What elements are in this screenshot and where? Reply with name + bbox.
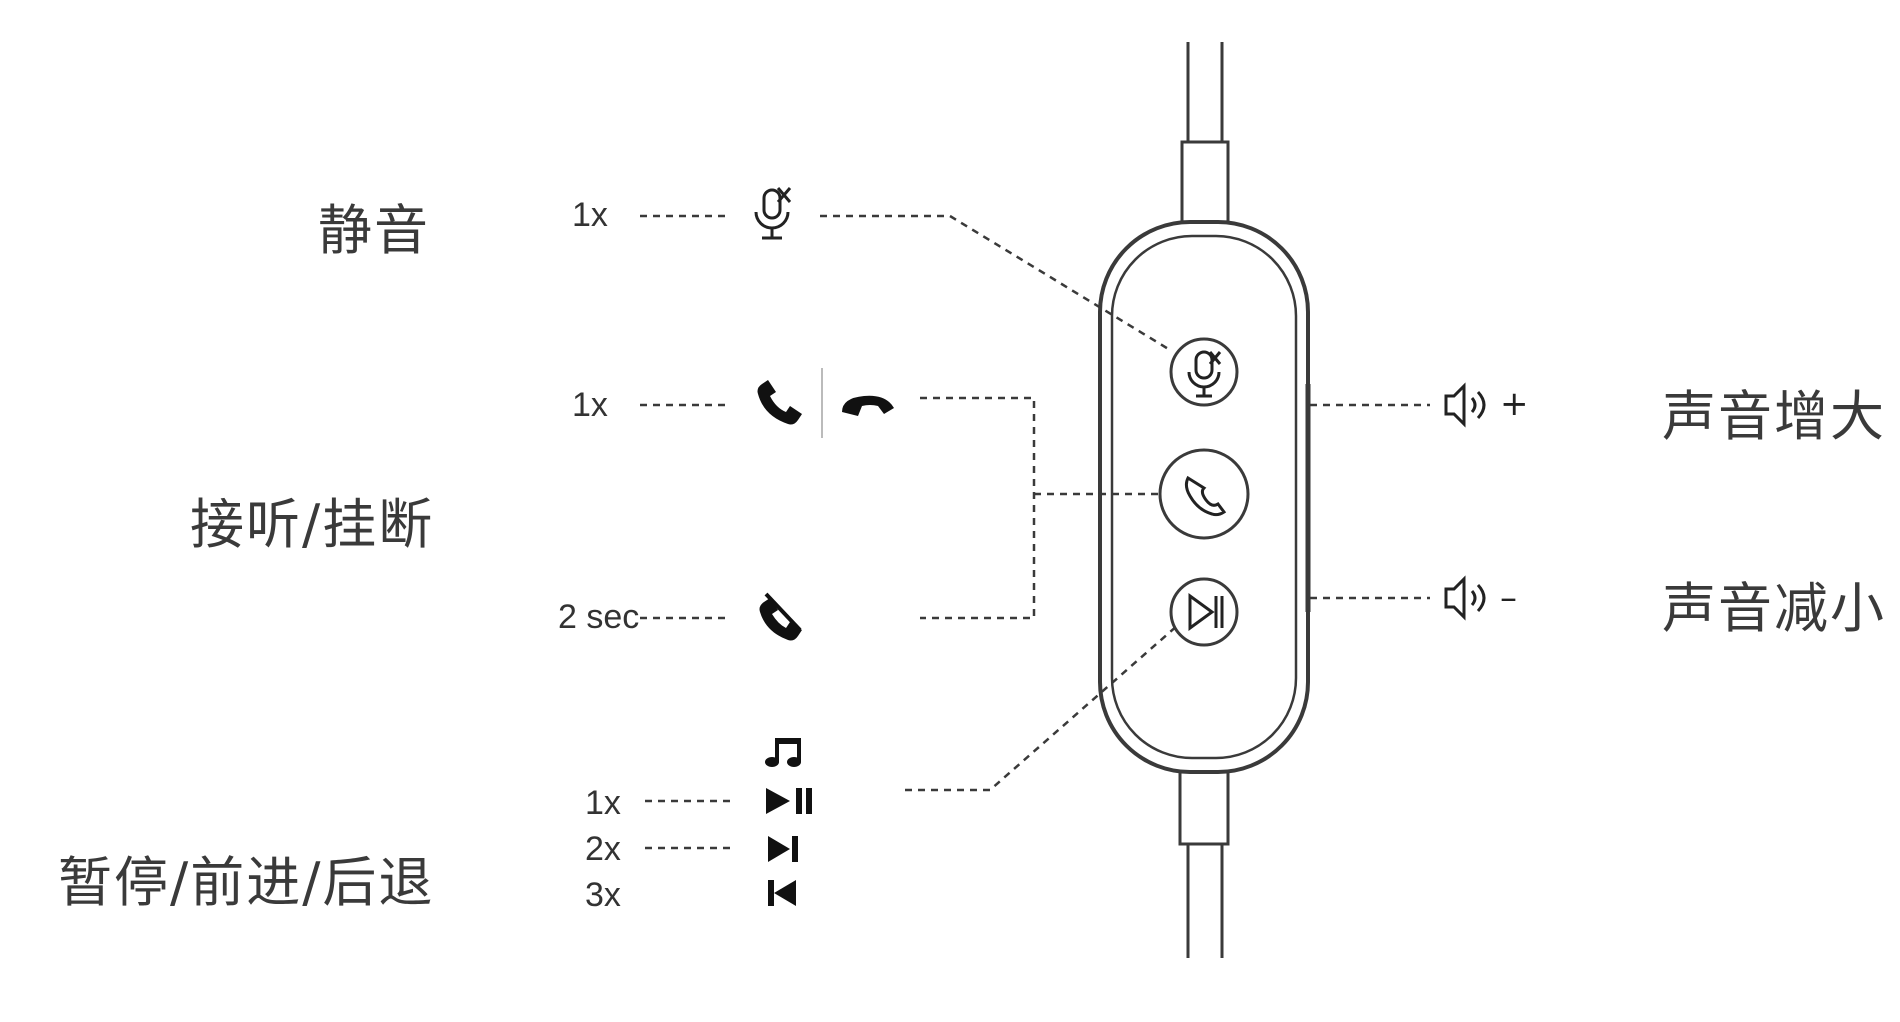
media-leader: [905, 624, 1179, 792]
play-pause-icon: [1188, 593, 1224, 631]
mute-label: 静音: [318, 199, 430, 262]
cable-top: [1180, 42, 1230, 224]
volume-speaker-icon: [1444, 575, 1486, 621]
answer-bracket: [920, 396, 1036, 620]
mute-press-count: 1x: [572, 196, 608, 234]
play-pause-icon: [766, 788, 812, 814]
phone-answer-icon: [757, 380, 802, 425]
play-pause-button[interactable]: [1169, 577, 1239, 647]
muted-mic-icon: [1187, 350, 1222, 398]
reject-hold-duration: 2 sec: [558, 598, 640, 636]
answer-press-count: 1x: [572, 386, 608, 424]
phone-reject-icon: [759, 592, 802, 641]
volume-speaker-icon: [1444, 382, 1486, 428]
previous-track-icon: [768, 880, 796, 906]
play-press-count: 1x: [585, 784, 621, 822]
cable-bottom: [1178, 770, 1230, 958]
answer-hangup-button[interactable]: [1158, 448, 1250, 540]
phone-answer-icon: [1184, 475, 1227, 517]
minus-sign: –: [1500, 578, 1517, 618]
plus-sign: +: [1500, 384, 1529, 424]
volume-down-label: 声音减小: [1662, 577, 1886, 640]
volume-up-label: 声音增大: [1662, 385, 1886, 448]
answer-hangup-label: 接听/挂断: [190, 493, 435, 556]
music-note-icon: [765, 738, 801, 767]
mute-button[interactable]: [1169, 337, 1239, 407]
prev-press-count: 3x: [585, 876, 621, 914]
mute-leader: [820, 214, 1171, 352]
next-track-icon: [768, 836, 798, 862]
remote-body: [1098, 220, 1311, 774]
next-press-count: 2x: [585, 830, 621, 868]
play-skip-label: 暂停/前进/后退: [58, 851, 435, 914]
muted-mic-icon: [754, 187, 792, 240]
phone-hangup-icon: [842, 395, 894, 416]
